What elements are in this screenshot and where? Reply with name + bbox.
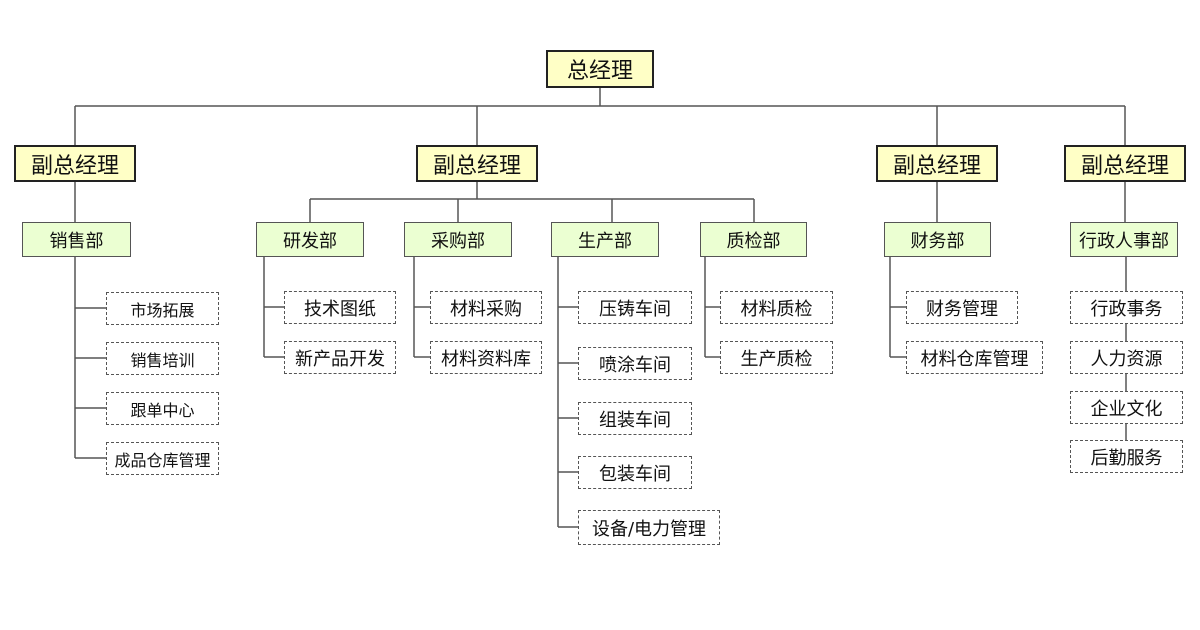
department-production: 生产部 xyxy=(551,222,659,257)
hr-item-logistics-services: 后勤服务 xyxy=(1070,440,1183,473)
vice-general-manager-box-4: 副总经理 xyxy=(1064,145,1186,182)
sales-item-order-tracking: 跟单中心 xyxy=(106,392,219,425)
department-admin-hr: 行政人事部 xyxy=(1070,222,1178,257)
department-finance: 财务部 xyxy=(884,222,991,257)
production-item-equipment-power-management: 设备/电力管理 xyxy=(578,510,720,545)
vice-general-manager-box-2: 副总经理 xyxy=(416,145,538,182)
sales-item-sales-training: 销售培训 xyxy=(106,342,219,375)
finance-item-material-warehouse: 材料仓库管理 xyxy=(906,341,1043,374)
production-item-spraying-workshop: 喷涂车间 xyxy=(578,347,692,380)
sales-item-market-expansion: 市场拓展 xyxy=(106,292,219,325)
department-sales: 销售部 xyxy=(22,222,131,257)
production-item-assembly-workshop: 组装车间 xyxy=(578,402,692,435)
department-quality-control: 质检部 xyxy=(700,222,807,257)
sales-item-finished-goods-warehouse: 成品仓库管理 xyxy=(106,442,219,475)
qc-item-production-inspection: 生产质检 xyxy=(720,341,833,374)
production-item-die-casting-workshop: 压铸车间 xyxy=(578,291,692,324)
qc-item-material-inspection: 材料质检 xyxy=(720,291,833,324)
ceo-box: 总经理 xyxy=(546,50,654,88)
hr-item-administrative-affairs: 行政事务 xyxy=(1070,291,1183,324)
purchasing-item-material-procurement: 材料采购 xyxy=(430,291,542,324)
purchasing-item-material-database: 材料资料库 xyxy=(430,341,542,374)
vice-general-manager-box-3: 副总经理 xyxy=(876,145,998,182)
department-purchasing: 采购部 xyxy=(404,222,512,257)
production-item-packaging-workshop: 包装车间 xyxy=(578,456,692,489)
hr-item-human-resources: 人力资源 xyxy=(1070,341,1183,374)
rd-item-technical-drawings: 技术图纸 xyxy=(284,291,396,324)
hr-item-corporate-culture: 企业文化 xyxy=(1070,391,1183,424)
finance-item-financial-management: 财务管理 xyxy=(906,291,1018,324)
rd-item-new-product-development: 新产品开发 xyxy=(284,341,396,374)
department-rd: 研发部 xyxy=(256,222,364,257)
vice-general-manager-box-1: 副总经理 xyxy=(14,145,136,182)
